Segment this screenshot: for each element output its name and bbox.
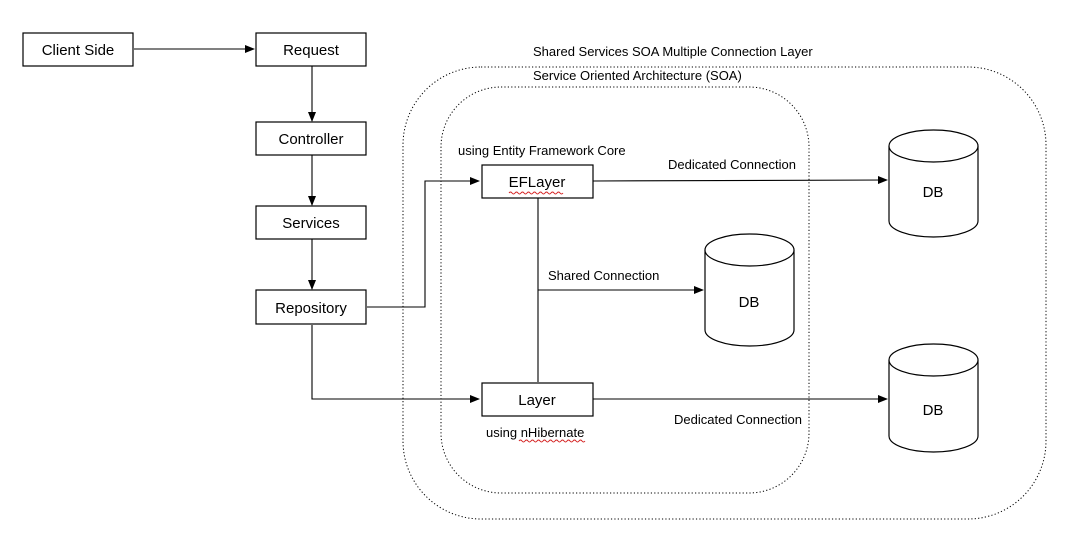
edge-label-dedicated-bottom: Dedicated Connection [674, 412, 802, 427]
nhibernate-note: using nHibernate [486, 425, 584, 440]
node-layer-label: Layer [518, 392, 556, 409]
node-client-side-label: Client Side [42, 42, 115, 59]
edge-eflayer-to-db-top [592, 176, 888, 185]
node-repository-label: Repository [275, 300, 347, 317]
node-controller: Controller [255, 121, 367, 156]
outer-region-label: Shared Services SOA Multiple Connection … [533, 44, 813, 59]
db-middle-label: DB [739, 294, 760, 311]
db-top-cylinder: DB [888, 129, 979, 238]
db-middle-cylinder: DB [704, 233, 795, 347]
spellcheck-squiggle-nhibernate [518, 439, 586, 443]
edge-repository-to-eflayer [367, 177, 480, 308]
node-services: Services [255, 205, 367, 240]
edge-label-shared: Shared Connection [548, 268, 659, 283]
db-bottom-label: DB [923, 402, 944, 419]
node-eflayer: EFLayer [481, 164, 594, 199]
edge-repository-to-layer [311, 325, 480, 403]
node-client-side: Client Side [22, 32, 134, 67]
node-services-label: Services [282, 215, 340, 232]
spellcheck-squiggle-eflayer [508, 191, 564, 195]
db-bottom-cylinder: DB [888, 343, 979, 453]
edge-label-dedicated-top: Dedicated Connection [668, 157, 796, 172]
node-controller-label: Controller [278, 131, 343, 148]
node-request-label: Request [283, 42, 340, 59]
node-repository: Repository [255, 289, 367, 325]
node-request: Request [255, 32, 367, 67]
inner-region-label: Service Oriented Architecture (SOA) [533, 68, 742, 83]
nhibernate-note-word: nHibernate [521, 425, 585, 440]
inner-region-boundary [440, 86, 810, 494]
db-top-label: DB [923, 184, 944, 201]
node-eflayer-label: EFLayer [509, 174, 566, 191]
nhibernate-note-prefix: using [486, 425, 521, 440]
ef-core-note: using Entity Framework Core [458, 143, 626, 158]
node-layer: Layer [481, 382, 594, 417]
